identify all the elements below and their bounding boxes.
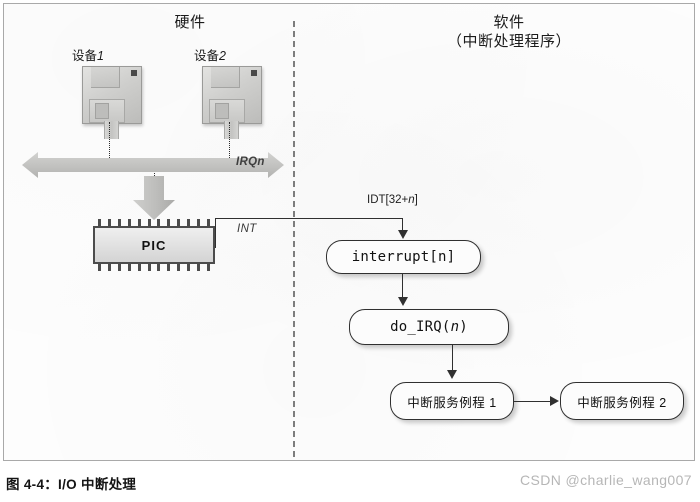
idt-label-suffix: ] (414, 194, 418, 206)
idt-arrowhead (398, 230, 408, 239)
device-1-signal-vertical (109, 122, 110, 166)
floppy-shutter (91, 67, 120, 88)
idt-label-prefix: IDT[32+ (367, 194, 409, 206)
device-1-label-index: 1 (97, 49, 104, 63)
pic-pins-top (98, 219, 210, 226)
hardware-section-header: 硬件 (174, 14, 206, 31)
flow-box-interrupt[interactable]: interrupt[n] (326, 240, 481, 274)
idt-label-var: n (408, 194, 415, 206)
flow-box-do-irq[interactable]: do_IRQ(n) (349, 309, 509, 345)
pic-body: PIC (93, 226, 215, 264)
isr1-to-isr2-line (514, 401, 552, 402)
int-line-vertical-start (215, 218, 216, 248)
irq-bus-label: IRQn (236, 156, 265, 168)
device-1-label-text: 设备 (72, 49, 98, 63)
device-2-signal-vertical (229, 122, 230, 166)
do-irq-prefix: do_IRQ( (390, 319, 451, 335)
floppy-stem (104, 121, 119, 139)
int-signal-label: INT (237, 223, 257, 235)
floppy-disk-icon (82, 66, 142, 139)
pic-chip: PIC (93, 219, 215, 271)
interrupt-to-doirq-arrowhead (398, 297, 408, 306)
pic-label: PIC (141, 237, 167, 253)
floppy-disk-icon (202, 66, 262, 139)
floppy-stem (224, 121, 239, 139)
csdn-watermark: CSDN @charlie_wang007 (519, 472, 692, 488)
floppy-notch (251, 70, 257, 76)
pic-pins-bottom (98, 264, 210, 271)
do-irq-var: n (450, 319, 460, 335)
floppy-slot (95, 103, 109, 119)
isr1-to-isr2-arrowhead (550, 396, 559, 406)
flow-box-isr-2[interactable]: 中断服务例程 2 (560, 382, 684, 420)
doirq-to-isr1-arrowhead (447, 370, 457, 379)
figure-frame: 硬件 软件 （中断处理程序） 设备1 设备2 (3, 3, 695, 461)
software-section-header: 软件 （中断处理程序） (446, 14, 571, 50)
floppy-shutter (211, 67, 240, 88)
idt-line-vertical (402, 218, 403, 232)
device-2-label-text: 设备 (194, 49, 220, 63)
device-2-label: 设备2 (194, 45, 226, 64)
bus-to-pic-arrow (133, 176, 175, 220)
irq-bus-arrow (22, 150, 284, 180)
do-irq-suffix: ) (459, 319, 468, 335)
flow-box-isr-1[interactable]: 中断服务例程 1 (390, 382, 514, 420)
floppy-body (202, 66, 262, 124)
doirq-to-isr1-line (452, 345, 453, 371)
interrupt-to-doirq-line (402, 274, 403, 298)
device-1-label: 设备1 (72, 45, 104, 64)
figure-caption: 图 4-4：I/O 中断处理 (6, 477, 137, 492)
hardware-software-divider (293, 21, 295, 457)
int-line-horizontal (215, 218, 403, 219)
device-2-label-index: 2 (219, 49, 226, 63)
floppy-body (82, 66, 142, 124)
floppy-notch (131, 70, 137, 76)
idt-vector-label: IDT[32+n] (367, 194, 418, 206)
floppy-slot (215, 103, 229, 119)
